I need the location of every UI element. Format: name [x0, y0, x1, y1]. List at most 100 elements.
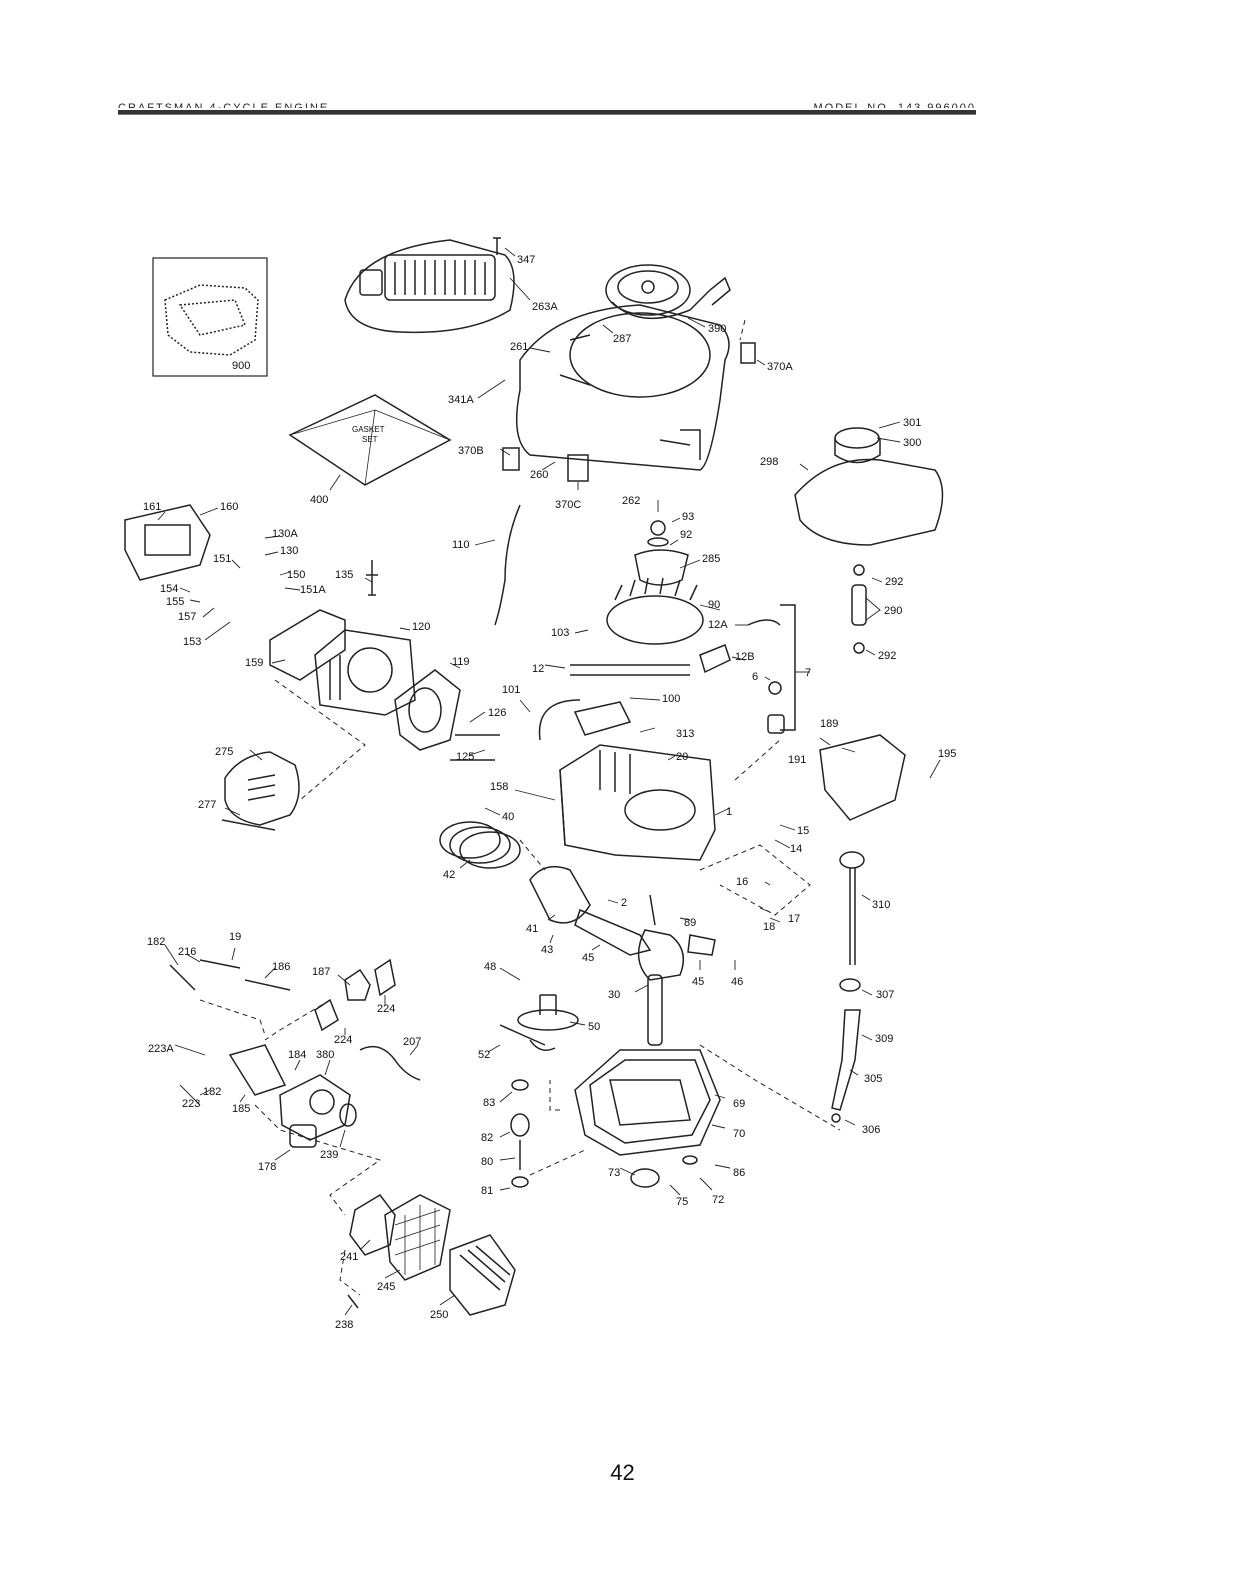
part-label-151: 151	[213, 553, 231, 565]
part-label-241: 241	[340, 1251, 358, 1263]
part-label-224-upper: 224	[377, 1003, 395, 1015]
governor-linkage	[199, 959, 291, 991]
blower-housing	[515, 304, 730, 471]
part-label-309: 309	[875, 1033, 893, 1045]
part-label-307: 307	[876, 989, 894, 1001]
part-6-grommet	[768, 681, 782, 695]
part-370B-label-plate	[502, 447, 520, 471]
ignition-module	[538, 699, 632, 741]
part-label-50: 50	[588, 1021, 600, 1033]
inset-label: 900	[232, 360, 250, 372]
part-labels: 347 263A 390 287 261 341A 370A 370B 260 …	[143, 254, 956, 1331]
part-label-101: 101	[502, 684, 520, 696]
part-label-400: 400	[310, 494, 328, 506]
part-label-100: 100	[662, 693, 680, 705]
part-label-157: 157	[178, 611, 196, 623]
part-label-301: 301	[903, 417, 921, 429]
part-label-185: 185	[232, 1103, 250, 1115]
part-81-washer	[511, 1176, 529, 1188]
part-label-184: 184	[288, 1049, 306, 1061]
starter-cup	[634, 549, 689, 586]
air-cleaner-cover	[224, 751, 300, 826]
engine-block	[559, 744, 716, 861]
part-label-12: 12	[532, 663, 544, 675]
part-224-gasket-lower	[314, 998, 339, 1032]
part-label-130: 130	[280, 545, 298, 557]
part-label-305: 305	[864, 1073, 882, 1085]
part-label-186: 186	[272, 961, 290, 973]
gasket-set-label-line1: GASKET	[352, 425, 385, 434]
part-label-82: 82	[481, 1132, 493, 1144]
part-306-o-ring	[831, 1113, 841, 1123]
part-label-161: 161	[143, 501, 161, 513]
part-label-48: 48	[484, 961, 496, 973]
engine-inset: 900	[152, 257, 268, 377]
part-label-191: 191	[788, 754, 806, 766]
piston	[529, 865, 591, 924]
part-label-110: 110	[452, 539, 470, 551]
leader-lines	[157, 247, 941, 1316]
part-label-45-rod: 45	[582, 952, 594, 964]
engine-sump	[574, 1049, 721, 1156]
intake-pipe	[228, 1044, 287, 1096]
part-label-154: 154	[160, 583, 178, 595]
shroud-cover	[344, 239, 515, 334]
valve-cover-plate	[394, 669, 461, 751]
part-label-45-cap: 45	[692, 976, 704, 988]
part-label-41: 41	[526, 923, 538, 935]
part-label-238: 238	[335, 1319, 353, 1331]
part-label-19: 19	[229, 931, 241, 943]
part-label-2: 2	[621, 897, 627, 909]
part-label-300: 300	[903, 437, 921, 449]
part-label-14: 14	[790, 843, 802, 855]
part-label-159: 159	[245, 657, 263, 669]
air-filter-element	[384, 1194, 451, 1281]
part-292-clamp-upper	[853, 564, 865, 576]
part-label-160: 160	[220, 501, 238, 513]
part-label-292-upper: 292	[885, 576, 903, 588]
assembly-guides	[199, 319, 841, 1296]
part-label-6: 6	[752, 671, 758, 683]
part-label-298: 298	[760, 456, 778, 468]
header-engine-title: CRAFTSMAN 4-CYCLE ENGINE	[118, 102, 330, 108]
part-label-20: 20	[676, 751, 688, 763]
part-label-239: 239	[320, 1149, 338, 1161]
fuel-tank	[794, 427, 944, 546]
part-label-216: 216	[178, 946, 196, 958]
part-92-washer	[647, 537, 669, 547]
ignition-lead	[494, 504, 521, 626]
dipstick	[839, 851, 865, 965]
part-label-30: 30	[608, 989, 620, 1001]
air-filter-base	[349, 1194, 396, 1256]
part-label-310: 310	[872, 899, 890, 911]
part-label-182-lower: 182	[203, 1086, 221, 1098]
part-label-195: 195	[938, 748, 956, 760]
part-label-89: 89	[684, 917, 696, 929]
fuel-hose	[570, 664, 690, 676]
part-label-1: 1	[726, 806, 732, 818]
control-bracket	[819, 734, 906, 821]
recoil-starter	[605, 264, 731, 320]
part-label-245: 245	[377, 1281, 395, 1293]
part-370C-label-plate	[567, 454, 589, 482]
cylinder-head	[314, 629, 416, 716]
part-label-189: 189	[820, 718, 838, 730]
valve-cover-opening	[408, 687, 442, 733]
part-label-187: 187	[312, 966, 330, 978]
part-label-120: 120	[412, 621, 430, 633]
part-277-screw	[221, 819, 276, 831]
part-label-151A: 151A	[300, 584, 326, 596]
part-216-spring	[169, 964, 196, 991]
oil-seal	[630, 1168, 660, 1188]
rod-cap	[687, 934, 716, 956]
part-label-158: 158	[490, 781, 508, 793]
part-label-380: 380	[316, 1049, 334, 1061]
throttle-link	[359, 1045, 421, 1081]
part-label-75: 75	[676, 1196, 688, 1208]
part-370A-label-plate	[740, 342, 756, 364]
part-187-gasket	[344, 968, 371, 1001]
part-label-126: 126	[488, 707, 506, 719]
part-label-70: 70	[733, 1128, 745, 1140]
part-label-223: 223	[182, 1098, 200, 1110]
